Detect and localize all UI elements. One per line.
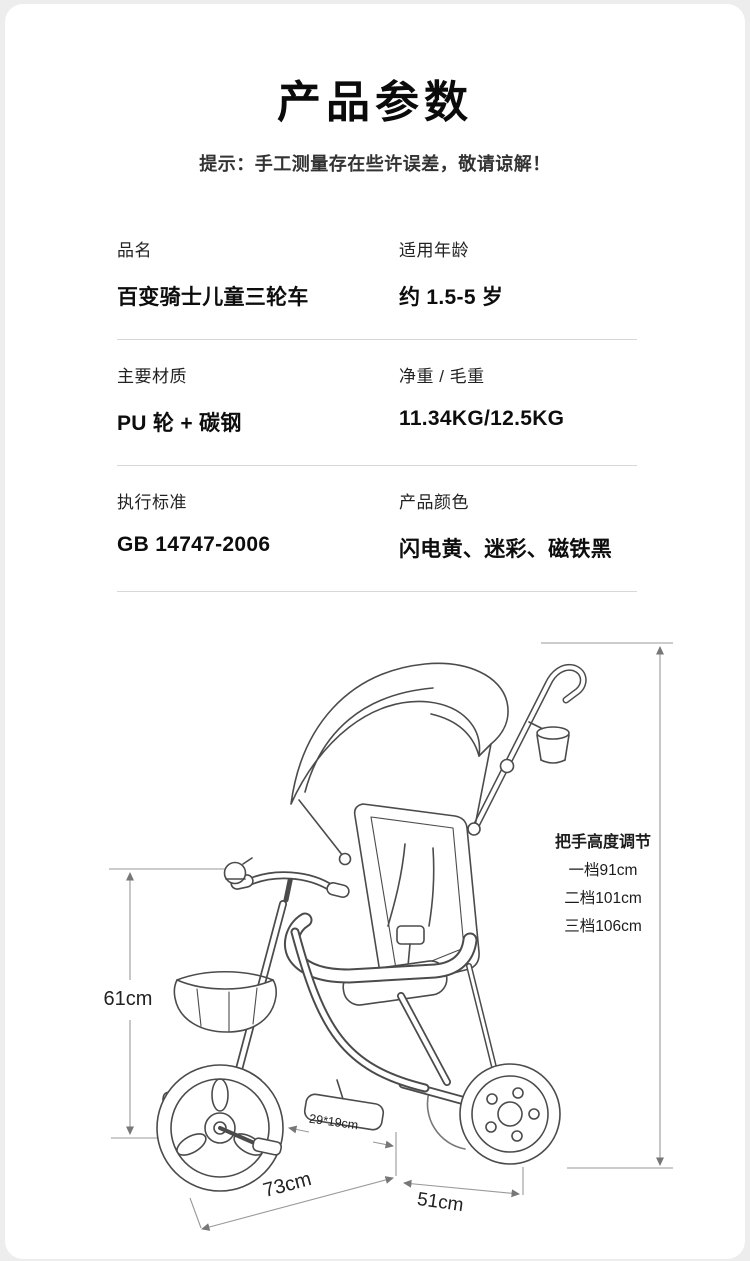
handle-height-title: 把手高度调节 bbox=[554, 834, 651, 851]
spec-value: PU 轮 + 碳钢 bbox=[117, 412, 242, 435]
cup-holder bbox=[528, 721, 570, 764]
handle-height-note: 把手高度调节 一档91cm 二档101cm 三档106cm bbox=[553, 828, 653, 941]
pivot-left bbox=[338, 852, 352, 866]
dimension-diagram: 把手高度调节 一档91cm 二档101cm 三档106cm 61cm 73cm … bbox=[5, 636, 745, 1259]
spec-value: 约 1.5-5 岁 bbox=[399, 286, 504, 309]
handle-level-2: 二档101cm bbox=[564, 890, 642, 907]
rear-wheel-far bbox=[426, 1091, 466, 1150]
dimension-height-label: 61cm bbox=[103, 988, 153, 1010]
spec-value: GB 14747-2006 bbox=[117, 533, 271, 556]
spec-table: 品名 百变骑士儿童三轮车 适用年龄 约 1.5-5 岁 主要材质 PU 轮 + … bbox=[117, 214, 637, 592]
spec-label: 适用年龄 bbox=[399, 241, 469, 260]
spec-label: 执行标准 bbox=[117, 493, 187, 512]
pivot-right bbox=[467, 822, 481, 836]
canopy-rod-right bbox=[474, 743, 492, 827]
spec-cell-age: 适用年龄 约 1.5-5 岁 bbox=[399, 236, 637, 311]
handlebar bbox=[230, 871, 350, 903]
spec-value: 11.34KG/12.5KG bbox=[399, 407, 565, 430]
dimension-lines bbox=[109, 642, 673, 1231]
spec-label: 品名 bbox=[117, 241, 152, 260]
handle-level-3: 三档106cm bbox=[564, 918, 642, 935]
bell bbox=[223, 857, 253, 885]
spec-cell-name: 品名 百变骑士儿童三轮车 bbox=[117, 236, 399, 311]
storage-basket bbox=[173, 971, 277, 1033]
canopy bbox=[290, 662, 509, 805]
footrest-plate bbox=[303, 1079, 385, 1131]
spec-cell-material: 主要材质 PU 轮 + 碳钢 bbox=[117, 362, 399, 437]
safety-harness bbox=[387, 843, 435, 967]
spec-label: 主要材质 bbox=[117, 367, 187, 386]
spec-label: 净重 / 毛重 bbox=[399, 367, 485, 386]
push-handle bbox=[471, 663, 587, 832]
spec-cell-color: 产品颜色 闪电黄、迷彩、磁铁黑 bbox=[399, 488, 637, 563]
tricycle bbox=[156, 662, 587, 1192]
spec-row: 品名 百变骑士儿童三轮车 适用年龄 约 1.5-5 岁 bbox=[117, 214, 637, 340]
spec-label: 产品颜色 bbox=[399, 493, 469, 512]
tricycle-line-drawing bbox=[109, 642, 673, 1231]
page-subtitle: 提示：手工测量存在些许误差，敬请谅解！ bbox=[199, 154, 551, 174]
pedal-right bbox=[218, 1126, 283, 1156]
handle-level-1: 一档91cm bbox=[568, 862, 638, 879]
canopy-rod-left bbox=[298, 799, 344, 857]
content-card: 产品参数 提示：手工测量存在些许误差，敬请谅解！ 品名 百变骑士儿童三轮车 适用… bbox=[5, 4, 745, 1259]
spec-value: 百变骑士儿童三轮车 bbox=[117, 286, 309, 309]
rear-wheel bbox=[459, 1063, 561, 1165]
spec-cell-weight: 净重 / 毛重 11.34KG/12.5KG bbox=[399, 362, 637, 437]
header: 产品参数 提示：手工测量存在些许误差，敬请谅解！ bbox=[5, 4, 745, 176]
spec-row: 执行标准 GB 14747-2006 产品颜色 闪电黄、迷彩、磁铁黑 bbox=[117, 466, 637, 592]
spec-value: 闪电黄、迷彩、磁铁黑 bbox=[399, 538, 612, 561]
page-title: 产品参数 bbox=[277, 78, 473, 127]
spec-cell-standard: 执行标准 GB 14747-2006 bbox=[117, 488, 399, 563]
spec-row: 主要材质 PU 轮 + 碳钢 净重 / 毛重 11.34KG/12.5KG bbox=[117, 340, 637, 466]
